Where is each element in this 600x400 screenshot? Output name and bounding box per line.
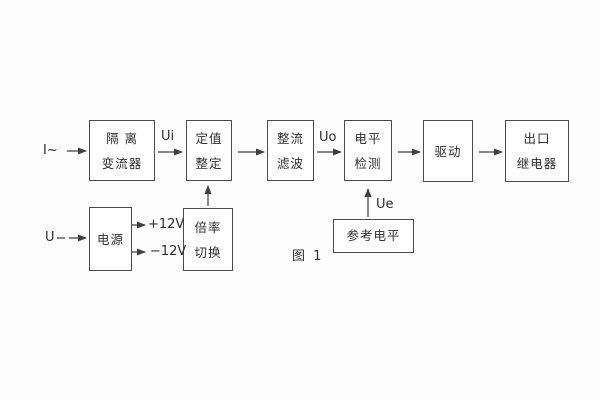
block-power-supply: 电源 <box>89 207 132 271</box>
block-isolation-transformer: 隔 离 变流器 <box>89 120 155 181</box>
block-level-detect: 电平 检测 <box>344 120 392 181</box>
signal-uo-label: Uo <box>319 130 337 145</box>
figure-caption: 图 1 <box>292 249 324 264</box>
block-drive-label: 驱动 <box>434 143 462 159</box>
block-output-relay-line2: 继电器 <box>516 156 558 171</box>
block-drive: 驱动 <box>423 120 473 182</box>
block-rectifier-filter-line2: 滤波 <box>276 155 304 171</box>
block-reference-level-label: 参考电平 <box>346 228 401 243</box>
signal-input-current-label: I~ <box>43 143 58 158</box>
block-isolation-transformer-line1: 隔 离 <box>106 130 138 146</box>
block-level-detect-line2: 检测 <box>354 155 382 171</box>
block-setting-adjust-line1: 定值 <box>195 130 223 146</box>
block-ratio-switch-line2: 切换 <box>194 244 222 260</box>
signal-ue-label: Ue <box>376 197 394 212</box>
block-setting-adjust: 定值 整定 <box>186 120 232 181</box>
block-isolation-transformer-line2: 变流器 <box>101 155 143 171</box>
block-rectifier-filter-line1: 整流 <box>276 130 304 146</box>
signal-minus-12v-label: −12V <box>150 244 187 259</box>
block-reference-level: 参考电平 <box>333 219 414 253</box>
block-ratio-switch-line1: 倍率 <box>194 219 222 235</box>
signal-input-voltage-label: U <box>45 230 55 245</box>
signal-ui-label: Ui <box>161 129 175 144</box>
block-setting-adjust-line2: 整定 <box>195 155 223 171</box>
signal-plus-12v-label: +12V <box>148 217 185 232</box>
block-ratio-switch: 倍率 切换 <box>183 208 233 271</box>
block-power-supply-label: 电源 <box>96 231 124 247</box>
block-output-relay: 出口 继电器 <box>505 120 569 182</box>
block-rectifier-filter: 整流 滤波 <box>267 120 314 181</box>
block-output-relay-line1: 出口 <box>523 131 551 146</box>
block-level-detect-line1: 电平 <box>354 130 382 146</box>
